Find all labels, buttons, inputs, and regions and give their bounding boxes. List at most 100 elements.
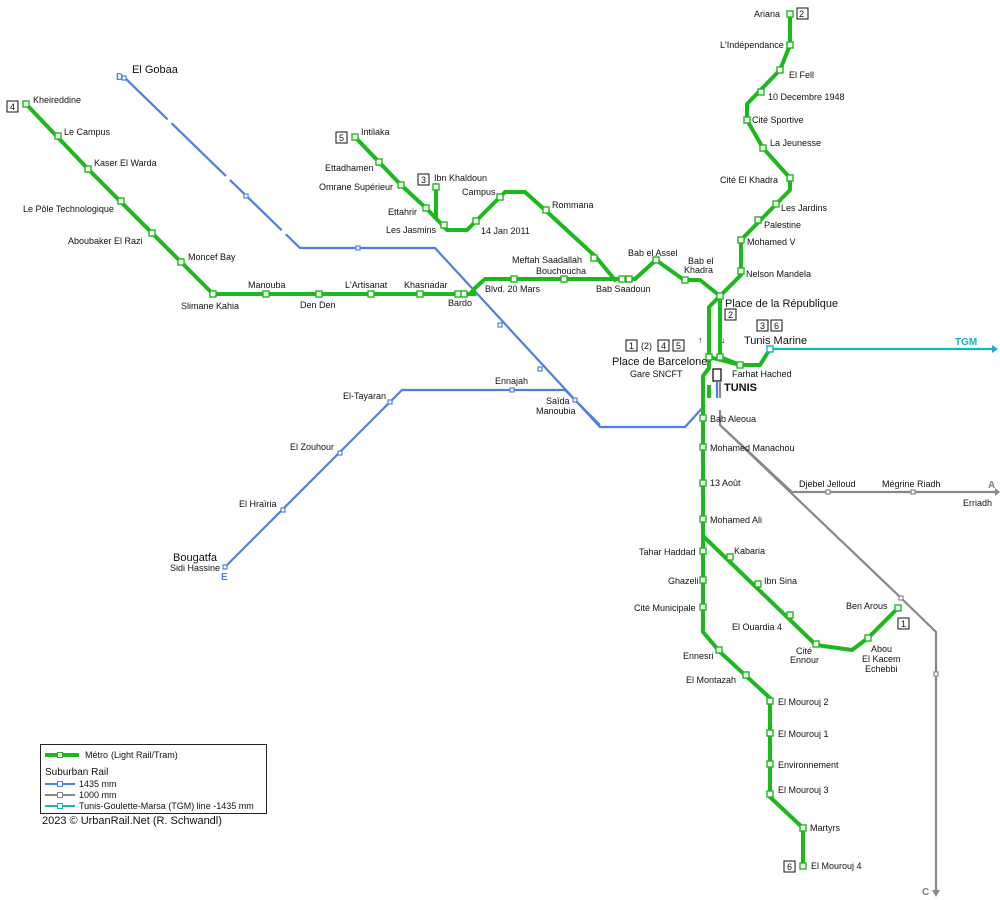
station-kheireddine[interactable]: Kheireddine bbox=[33, 95, 81, 105]
badge-line-6-terminus[interactable]: 6 bbox=[787, 862, 792, 872]
station-ettadhamen[interactable]: Ettadhamen bbox=[325, 163, 374, 173]
station-lartisanat[interactable]: L'Artisanat bbox=[345, 280, 388, 290]
station-ennesri[interactable]: Ennesri bbox=[683, 651, 714, 661]
station-cite-municipale[interactable]: Cité Municipale bbox=[634, 603, 696, 613]
badge-line-1-barcelone[interactable]: 1 bbox=[629, 341, 634, 351]
station-djebel-jelloud[interactable]: Djebel Jelloud bbox=[799, 479, 856, 489]
station-el-montazah[interactable]: El Montazah bbox=[686, 675, 736, 685]
station-tunis-marine[interactable]: Tunis Marine bbox=[744, 335, 807, 347]
station-bardo[interactable]: Bardo bbox=[448, 298, 472, 308]
line-d-letter[interactable]: D bbox=[116, 72, 123, 83]
badge-line-2-terminus[interactable]: 2 bbox=[799, 9, 804, 19]
station-slimane-kahia[interactable]: Slimane Kahia bbox=[181, 301, 239, 311]
station-mohamed-v[interactable]: Mohamed V bbox=[747, 237, 796, 247]
station-10-decembre-1948[interactable]: 10 Decembre 1948 bbox=[768, 92, 845, 102]
station-ibn-khaldoun[interactable]: Ibn Khaldoun bbox=[434, 173, 487, 183]
legend-metro-label: Métro bbox=[85, 750, 109, 760]
badge-line-6-marine[interactable]: 6 bbox=[774, 321, 779, 331]
station-lindependance[interactable]: L'Indépendance bbox=[720, 40, 784, 50]
station-14-jan-2011[interactable]: 14 Jan 2011 bbox=[481, 226, 530, 236]
station-rommana[interactable]: Rommana bbox=[552, 200, 594, 210]
line-a-arrow bbox=[995, 488, 1000, 496]
station-le-campus[interactable]: Le Campus bbox=[64, 127, 111, 137]
station-environnement[interactable]: Environnement bbox=[778, 760, 839, 770]
station-el-fell[interactable]: El Fell bbox=[789, 70, 814, 80]
station-bab-aleoua[interactable]: Bab Aleoua bbox=[710, 414, 756, 424]
station-el-zouhour[interactable]: El Zouhour bbox=[290, 442, 334, 452]
station-el-mourouj-2[interactable]: El Mourouj 2 bbox=[778, 697, 829, 707]
station-cite-sportive[interactable]: Cité Sportive bbox=[752, 115, 804, 125]
station-bab-el-assel[interactable]: Bab el Assel bbox=[628, 248, 678, 258]
badge-line-3-marine[interactable]: 3 bbox=[760, 321, 765, 331]
station-le-pole-technologique[interactable]: Le Pôle Technologique bbox=[23, 204, 114, 214]
metro-trunk-west bbox=[468, 258, 722, 298]
station-tahar-haddad[interactable]: Tahar Haddad bbox=[639, 547, 696, 557]
station-kabaria[interactable]: Kabaria bbox=[734, 546, 765, 556]
station-abou-el-kacem-echebbi[interactable]: Abou bbox=[871, 644, 892, 654]
line-e-letter[interactable]: E bbox=[221, 572, 228, 583]
station-khasnadar[interactable]: Khasnadar bbox=[404, 280, 448, 290]
station-el-mourouj-4[interactable]: El Mourouj 4 bbox=[811, 861, 862, 871]
station-el-ouardia-4[interactable]: El Ouardia 4 bbox=[732, 622, 782, 632]
line-c-letter[interactable]: C bbox=[922, 887, 929, 898]
metro-lines bbox=[24, 12, 900, 868]
line-c-arrow bbox=[932, 890, 940, 897]
badge-line-4-terminus[interactable]: 4 bbox=[10, 102, 15, 112]
station-place-de-barcelone[interactable]: Place de Barcelone bbox=[612, 356, 707, 368]
station-nelson-mandela[interactable]: Nelson Mandela bbox=[746, 269, 811, 279]
station-kaser-el-warda[interactable]: Kaser El Warda bbox=[94, 158, 157, 168]
line-a-letter[interactable]: A bbox=[988, 480, 995, 491]
station-manouba[interactable]: Manouba bbox=[248, 280, 286, 290]
station-cite-el-khadra[interactable]: Cité El Khadra bbox=[720, 175, 778, 185]
station-mohamed-manachou[interactable]: Mohamed Manachou bbox=[710, 443, 795, 453]
station-ariana[interactable]: Ariana bbox=[754, 9, 780, 19]
station-ghazeli[interactable]: Ghazeli bbox=[668, 576, 699, 586]
station-intilaka[interactable]: Intilaka bbox=[361, 127, 390, 137]
station-campus[interactable]: Campus bbox=[462, 187, 496, 197]
station-el-hrairia[interactable]: El Hraïria bbox=[239, 499, 277, 509]
station-ibn-sina[interactable]: Ibn Sina bbox=[764, 576, 797, 586]
tunis-main-station[interactable] bbox=[712, 368, 722, 382]
station-ettahrir[interactable]: Ettahrir bbox=[388, 207, 417, 217]
badge-line-1-terminus[interactable]: 1 bbox=[901, 619, 906, 629]
station-moncef-bay[interactable]: Moncef Bay bbox=[188, 252, 236, 262]
station-bab-el-khadra[interactable]: Bab el bbox=[688, 256, 714, 266]
station-ben-arous[interactable]: Ben Arous bbox=[846, 601, 888, 611]
station-el-mourouj-3[interactable]: El Mourouj 3 bbox=[778, 785, 829, 795]
station-bougatfa[interactable]: Bougatfa bbox=[173, 552, 218, 564]
station-el-mourouj-1[interactable]: El Mourouj 1 bbox=[778, 729, 829, 739]
station-den-den[interactable]: Den Den bbox=[300, 300, 336, 310]
station-tunis[interactable]: TUNIS bbox=[724, 382, 757, 394]
badge-line-2-barcelone[interactable]: (2) bbox=[641, 341, 652, 351]
line-tgm-letter[interactable]: TGM bbox=[955, 337, 977, 348]
station-sidi-hassine[interactable]: Sidi Hassine bbox=[170, 563, 220, 573]
station-13-aout[interactable]: 13 Août bbox=[710, 478, 741, 488]
station-martyrs[interactable]: Martyrs bbox=[810, 823, 840, 833]
station-ennajah[interactable]: Ennajah bbox=[495, 376, 528, 386]
station-bouchoucha[interactable]: Bouchoucha bbox=[536, 266, 586, 276]
station-erriadh[interactable]: Erriadh bbox=[963, 498, 992, 508]
badge-line-3-terminus[interactable]: 3 bbox=[421, 175, 426, 185]
badge-line-5-terminus[interactable]: 5 bbox=[339, 133, 344, 143]
station-el-gobaa[interactable]: El Gobaa bbox=[132, 64, 179, 76]
station-aboubaker-el-razi[interactable]: Aboubaker El Razi bbox=[68, 236, 143, 246]
station-bab-saadoun[interactable]: Bab Saadoun bbox=[596, 284, 651, 294]
badge-line-2-republique[interactable]: 2 bbox=[728, 310, 733, 320]
station-megrine-riadh[interactable]: Mégrine Riadh bbox=[882, 479, 941, 489]
badge-line-4-barcelone[interactable]: 4 bbox=[661, 341, 666, 351]
station-palestine[interactable]: Palestine bbox=[764, 220, 801, 230]
station-la-jeunesse[interactable]: La Jeunesse bbox=[770, 138, 821, 148]
station-omrane-superieur[interactable]: Omrane Supérieur bbox=[319, 182, 393, 192]
station-cite-ennour[interactable]: Cité bbox=[796, 646, 812, 656]
station-meftah-saadallah[interactable]: Meftah Saadallah bbox=[512, 255, 582, 265]
station-les-jardins[interactable]: Les Jardins bbox=[781, 203, 828, 213]
badge-line-5-barcelone[interactable]: 5 bbox=[676, 341, 681, 351]
station-el-tayaran[interactable]: El-Tayaran bbox=[343, 391, 386, 401]
station-blvd-20-mars[interactable]: Blvd. 20 Mars bbox=[485, 284, 541, 294]
station-saida-manoubia[interactable]: Saïda bbox=[546, 396, 570, 406]
station-mohamed-ali[interactable]: Mohamed Ali bbox=[710, 515, 762, 525]
station-place-de-la-republique[interactable]: Place de la République bbox=[725, 298, 838, 310]
station-les-jasmins[interactable]: Les Jasmins bbox=[386, 225, 437, 235]
station-farhat-hached[interactable]: Farhat Hached bbox=[732, 369, 792, 379]
station-gare-sncft[interactable]: Gare SNCFT bbox=[630, 369, 683, 379]
